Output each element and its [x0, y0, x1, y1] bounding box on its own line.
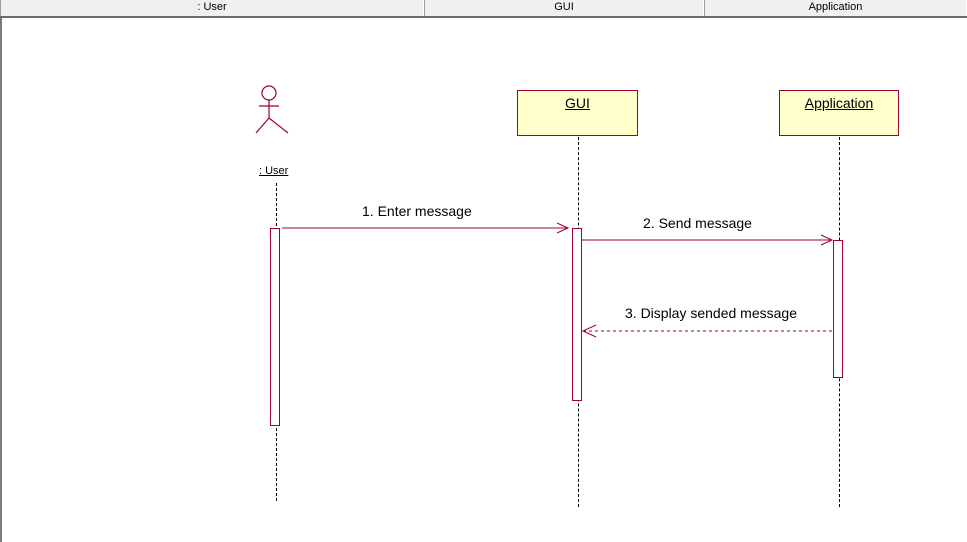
message-label-2[interactable]: 2. Send message — [643, 215, 752, 231]
column-header-gui[interactable]: GUI — [424, 0, 704, 16]
activation-user[interactable] — [270, 228, 280, 426]
object-gui-label: GUI — [565, 95, 590, 111]
object-gui[interactable]: GUI — [517, 90, 638, 136]
column-header-user[interactable]: : User — [0, 0, 424, 16]
message-label-3[interactable]: 3. Display sended message — [625, 305, 797, 321]
message-arrow-3[interactable] — [581, 324, 832, 338]
message-label-1[interactable]: 1. Enter message — [362, 203, 472, 219]
column-header-bar: : User GUI Application — [0, 0, 967, 18]
actor-label: : User — [259, 165, 289, 177]
activation-application[interactable] — [833, 240, 843, 378]
actor-icon[interactable] — [255, 85, 289, 134]
message-arrow-2[interactable] — [582, 234, 834, 246]
activation-gui[interactable] — [572, 228, 582, 401]
object-application[interactable]: Application — [779, 90, 899, 136]
object-application-label: Application — [804, 95, 874, 111]
message-arrow-1[interactable] — [282, 222, 570, 234]
